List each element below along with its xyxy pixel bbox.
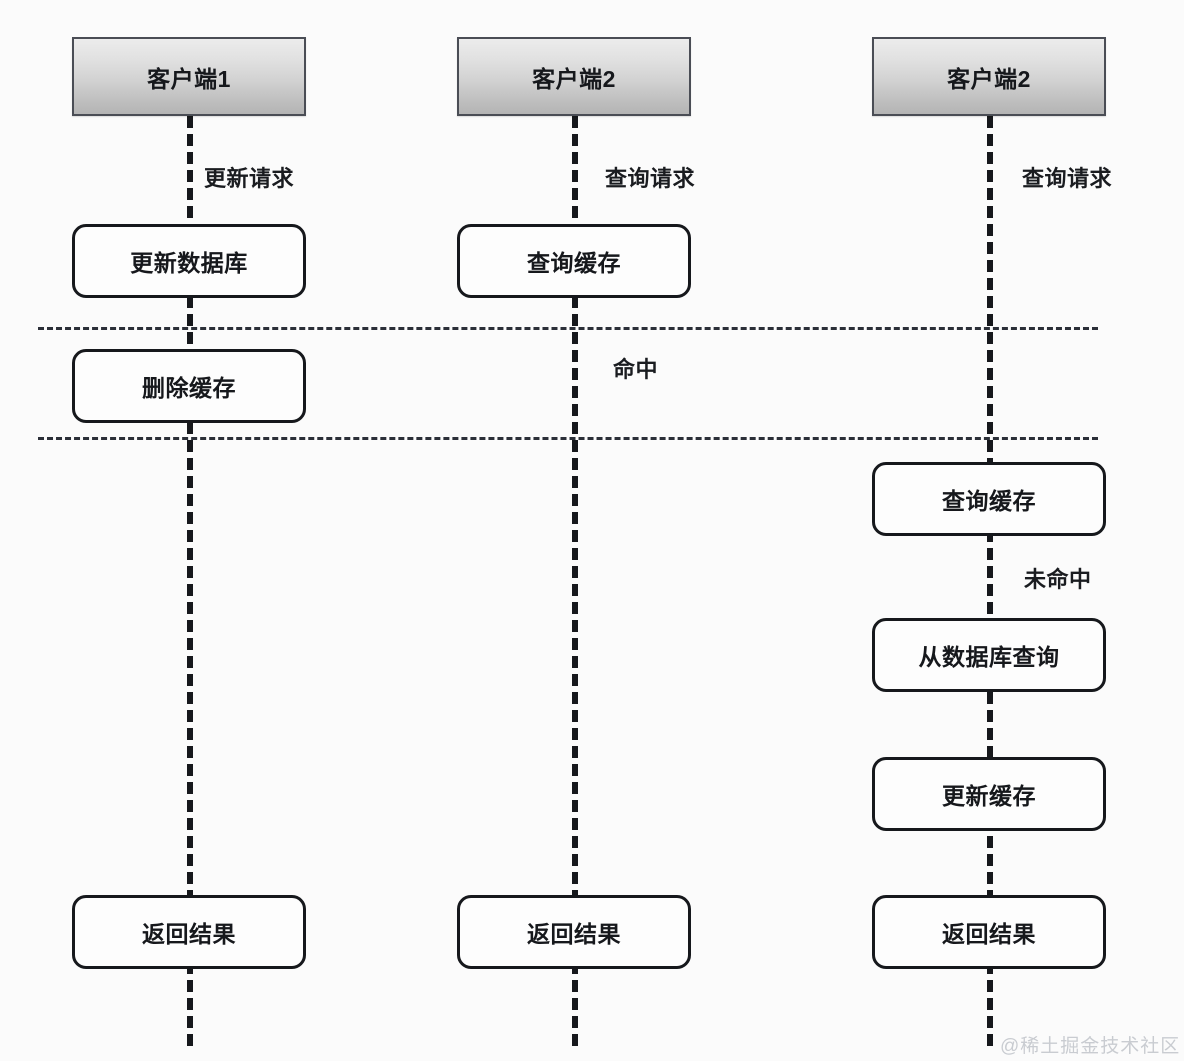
step-box-query-cache-client2[interactable]: 查询缓存 (457, 224, 691, 298)
actor-label-client1: 客户端1 (147, 65, 231, 92)
step-label-query-from-db: 从数据库查询 (918, 644, 1060, 670)
actor-label-client2: 客户端2 (532, 65, 616, 92)
step-label-query-cache-client3: 查询缓存 (942, 488, 1036, 514)
message-label-cache-hit: 命中 (613, 357, 659, 382)
step-label-query-cache-client2: 查询缓存 (527, 250, 621, 276)
message-label-cache-miss: 未命中 (1024, 567, 1092, 592)
step-label-return-result-client2: 返回结果 (527, 921, 621, 947)
step-label-delete-cache: 删除缓存 (142, 375, 236, 401)
step-box-delete-cache[interactable]: 删除缓存 (72, 349, 306, 423)
actor-box-client3[interactable]: 客户端2 (872, 37, 1106, 116)
step-box-update-cache[interactable]: 更新缓存 (872, 757, 1106, 831)
step-label-update-db: 更新数据库 (130, 250, 248, 276)
actor-box-client1[interactable]: 客户端1 (72, 37, 306, 116)
step-box-query-cache-client3[interactable]: 查询缓存 (872, 462, 1106, 536)
step-label-return-result-client3: 返回结果 (942, 921, 1036, 947)
lifeline-client3 (987, 116, 993, 1046)
step-box-return-result-client1[interactable]: 返回结果 (72, 895, 306, 969)
message-label-query-request-client2: 查询请求 (605, 166, 696, 191)
step-label-return-result-client1: 返回结果 (142, 921, 236, 947)
actor-label-client3: 客户端2 (947, 65, 1031, 92)
message-label-update-request: 更新请求 (204, 166, 295, 191)
phase-separator-top (38, 327, 1098, 330)
step-box-return-result-client2[interactable]: 返回结果 (457, 895, 691, 969)
watermark-text: @稀土掘金技术社区 (1000, 1036, 1181, 1057)
phase-separator-bottom (38, 437, 1098, 440)
message-label-query-request-client3: 查询请求 (1022, 166, 1113, 191)
lifeline-client1 (187, 116, 193, 1046)
step-box-return-result-client3[interactable]: 返回结果 (872, 895, 1106, 969)
lifeline-client2 (572, 116, 578, 1046)
step-box-update-db[interactable]: 更新数据库 (72, 224, 306, 298)
step-box-query-from-db[interactable]: 从数据库查询 (872, 618, 1106, 692)
step-label-update-cache: 更新缓存 (942, 783, 1036, 809)
actor-box-client2[interactable]: 客户端2 (457, 37, 691, 116)
